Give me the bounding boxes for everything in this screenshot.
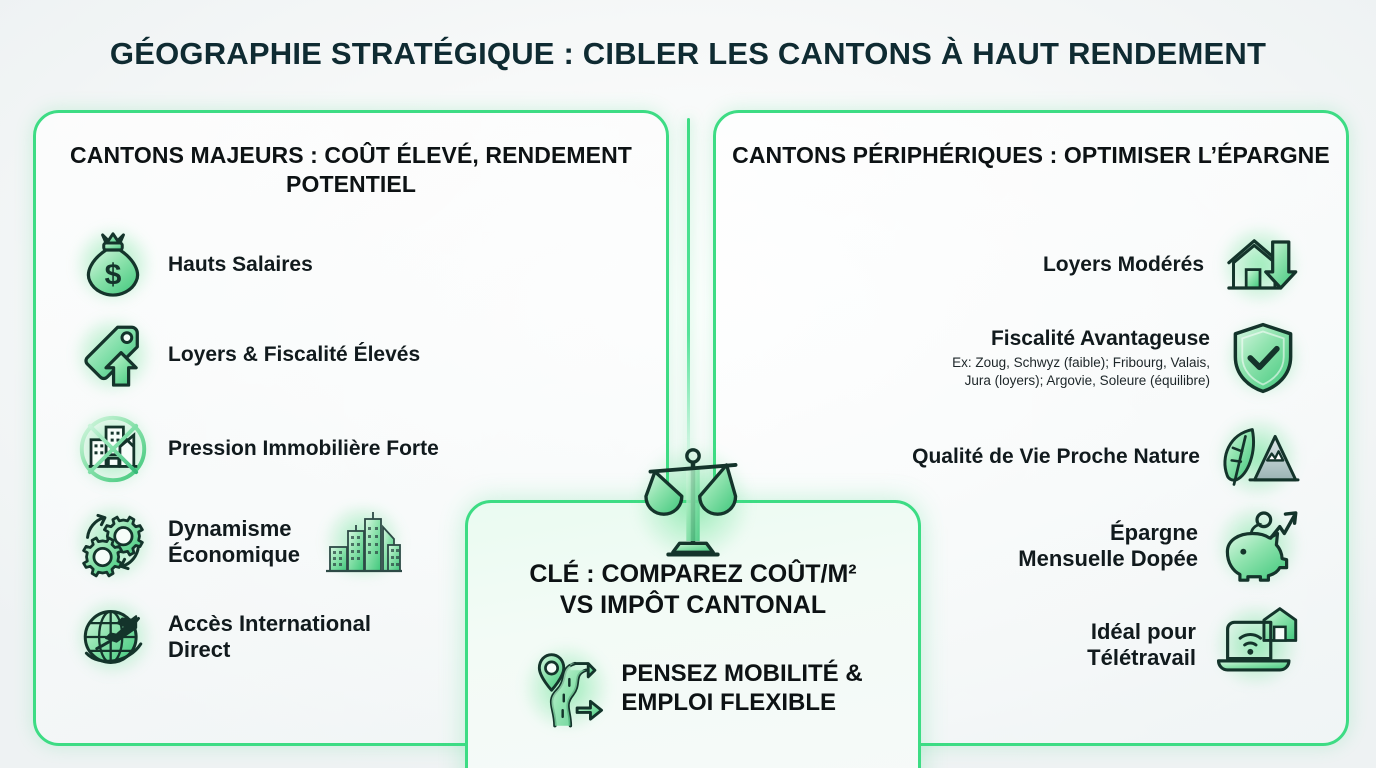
list-item-text: Qualité de Vie Proche Nature: [912, 445, 1200, 470]
list-item-label: Pression Immobilière Forte: [168, 436, 439, 460]
center-card-title: CLÉ : COMPAREZ COÛT/M² VS IMPÔT CANTONAL: [529, 560, 857, 620]
list-item-label: Accès International Direct: [168, 611, 371, 662]
list-item: Qualité de Vie Proche Nature: [912, 420, 1300, 494]
left-panel-heading: CANTONS MAJEURS : COÛT ÉLEVÉ, RENDEMENT …: [70, 142, 632, 198]
globe-plane-icon: [76, 600, 150, 674]
list-item-text: Loyers & Fiscalité Élevés: [168, 343, 420, 368]
leaf-mountain-icon: [1218, 420, 1300, 494]
gears-icon: [76, 505, 150, 579]
piggy-bank-growth-icon: [1216, 508, 1298, 584]
center-card-sub-text: PENSEZ MOBILITÉ & EMPLOI FLEXIBLE: [621, 659, 863, 716]
list-item-label: Dynamisme Économique: [168, 516, 301, 567]
list-item: Dynamisme Économique: [76, 505, 404, 579]
shield-check-icon: [1228, 320, 1298, 396]
list-item-sublabel: Ex: Zoug, Schwyz (faible); Fribourg, Val…: [952, 355, 1210, 388]
list-item-label: Qualité de Vie Proche Nature: [912, 444, 1200, 468]
list-item: Accès International Direct: [76, 600, 371, 674]
list-item-text: Hauts Salaires: [168, 253, 313, 278]
list-item: Loyers & Fiscalité Élevés: [76, 318, 420, 392]
center-key-card: CLÉ : COMPAREZ COÛT/M² VS IMPÔT CANTONAL…: [465, 448, 921, 768]
center-divider: [687, 118, 690, 478]
laptop-home-wifi-icon: [1214, 607, 1298, 682]
no-housing-icon: [76, 412, 150, 486]
money-bag-icon: $: [76, 228, 150, 302]
city-skyline-icon: [322, 509, 404, 575]
list-item-text: Dynamisme Économique: [168, 516, 300, 568]
list-item-text: Idéal pour Télétravail: [1087, 619, 1196, 671]
price-tag-up-arrow-icon: [76, 318, 150, 392]
list-item-label: Loyers & Fiscalité Élevés: [168, 342, 421, 366]
house-down-arrow-icon: [1222, 228, 1298, 302]
svg-text:$: $: [105, 259, 122, 292]
center-card-subsection: PENSEZ MOBILITÉ & EMPLOI FLEXIBLE: [488, 648, 900, 728]
list-item: Fiscalité Avantageuse Ex: Zoug, Schwyz (…: [952, 320, 1298, 396]
right-panel-heading: CANTONS PÉRIPHÉRIQUES : OPTIMISER L’ÉPAR…: [732, 142, 1330, 168]
list-item-label: Hauts Salaires: [168, 252, 313, 276]
balance-scale-icon: [641, 447, 745, 559]
list-item: Épargne Mensuelle Dopée: [1018, 508, 1298, 584]
list-item-text: Épargne Mensuelle Dopée: [1018, 520, 1198, 572]
list-item-label: Fiscalité Avantageuse: [990, 326, 1210, 350]
winding-road-pin-icon: [525, 648, 607, 728]
list-item-text: Pression Immobilière Forte: [168, 437, 439, 462]
list-item-label: Idéal pour Télétravail: [1087, 619, 1196, 670]
list-item-text: Loyers Modérés: [1043, 253, 1204, 278]
list-item: Pression Immobilière Forte: [76, 412, 439, 486]
list-item-label: Épargne Mensuelle Dopée: [1018, 520, 1198, 571]
list-item-label: Loyers Modérés: [1042, 252, 1204, 276]
list-item-text: Fiscalité Avantageuse Ex: Zoug, Schwyz (…: [952, 327, 1210, 390]
list-item-text: Accès International Direct: [168, 611, 371, 663]
list-item: $ Hauts Salaires: [76, 228, 313, 302]
list-item: Loyers Modérés: [1043, 228, 1298, 302]
list-item: Idéal pour Télétravail: [1087, 607, 1298, 682]
page-title: GÉOGRAPHIE STRATÉGIQUE : CIBLER LES CANT…: [109, 36, 1267, 71]
